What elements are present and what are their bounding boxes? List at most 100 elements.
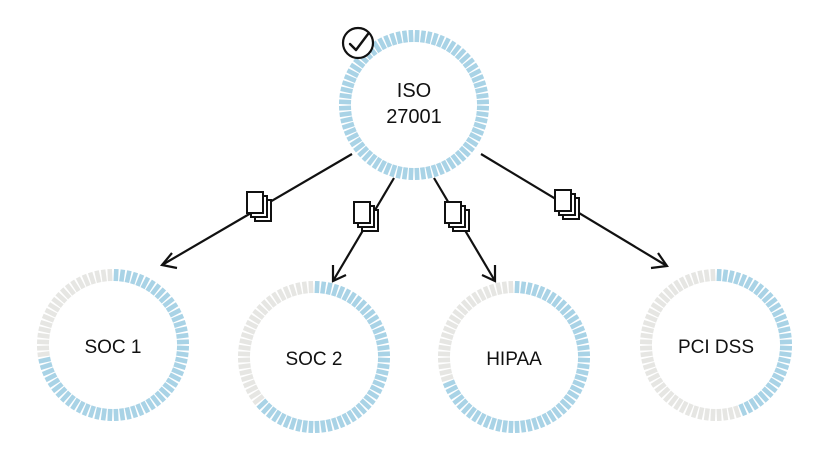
ring-segment-complete bbox=[563, 394, 576, 406]
ring-segment-complete bbox=[325, 418, 333, 432]
node-label-soc2: SOC 2 bbox=[285, 349, 342, 370]
ring-segment-remaining bbox=[650, 302, 664, 313]
ring-segment-remaining bbox=[641, 326, 655, 334]
node-iso-27001: ISO 27001 bbox=[386, 80, 442, 128]
ring-segment-remaining bbox=[265, 295, 277, 308]
ring-segment-complete bbox=[353, 141, 366, 153]
ring-segment-complete bbox=[276, 412, 287, 426]
ring-segment-complete bbox=[743, 276, 754, 290]
ring-segment-complete bbox=[174, 356, 188, 364]
ring-segment-complete bbox=[81, 403, 91, 417]
ring-segment-complete bbox=[738, 273, 748, 287]
ring-segment-remaining bbox=[440, 331, 454, 340]
ring-segment-complete bbox=[541, 288, 552, 302]
ring-segment-complete bbox=[295, 418, 303, 432]
ring-segment-remaining bbox=[39, 319, 53, 328]
ring-segment-complete bbox=[44, 372, 58, 383]
ring-segment-complete bbox=[495, 418, 503, 432]
ring-segment-complete bbox=[419, 167, 427, 180]
ring-segment-complete bbox=[140, 276, 151, 290]
ring-segment-remaining bbox=[644, 367, 658, 377]
ring-segment-remaining bbox=[442, 325, 456, 335]
ring-segment-complete bbox=[776, 362, 790, 371]
ring-segment-complete bbox=[471, 409, 482, 423]
ring-segment-complete bbox=[776, 319, 790, 328]
ring-segment-complete bbox=[563, 308, 576, 320]
ring-segment-complete bbox=[154, 287, 167, 300]
ring-segment-complete bbox=[87, 405, 96, 419]
ring-segment-complete bbox=[476, 99, 490, 105]
ring-segment-complete bbox=[320, 281, 327, 294]
ring-segment-complete bbox=[508, 420, 514, 434]
ring-segment-remaining bbox=[644, 313, 658, 323]
ring-segment-complete bbox=[757, 390, 770, 403]
ring-segment-remaining bbox=[36, 339, 50, 345]
ring-segment-remaining bbox=[501, 281, 508, 294]
ring-segment-complete bbox=[525, 418, 533, 432]
ring-segment-remaining bbox=[465, 295, 477, 308]
ring-segment-remaining bbox=[662, 390, 675, 403]
ring-segment-remaining bbox=[710, 268, 716, 282]
ring-segment-remaining bbox=[36, 345, 50, 351]
ring-segment-complete bbox=[119, 269, 126, 282]
ring-segment-complete bbox=[165, 302, 179, 313]
ring-segment-complete bbox=[260, 402, 273, 415]
ring-segment-complete bbox=[414, 29, 420, 43]
ring-hipaa bbox=[437, 280, 591, 434]
ring-segment-complete bbox=[346, 291, 357, 305]
ring-segment-remaining bbox=[482, 285, 492, 299]
ring-segment-complete bbox=[435, 34, 445, 48]
ring-segment-complete bbox=[355, 299, 368, 312]
ring-segment-remaining bbox=[722, 408, 729, 421]
ring-segment-complete bbox=[419, 30, 427, 43]
ring-segment-complete bbox=[377, 159, 387, 173]
ring-segment-complete bbox=[569, 319, 583, 330]
ring-segment-remaining bbox=[248, 314, 262, 325]
ring-segment-complete bbox=[395, 166, 403, 179]
ring-segment-complete bbox=[351, 295, 363, 308]
ring-segment-remaining bbox=[640, 351, 653, 358]
ring-segment-complete bbox=[377, 363, 390, 370]
ring-segment-complete bbox=[779, 345, 793, 351]
ring-segment-complete bbox=[430, 164, 439, 178]
ring-segment-complete bbox=[468, 68, 482, 78]
ring-segment-complete bbox=[448, 389, 462, 400]
ring-segment-complete bbox=[450, 153, 462, 166]
ring-segment-complete bbox=[150, 283, 162, 296]
ring-segment-complete bbox=[288, 417, 297, 431]
node-label-line2: 27001 bbox=[386, 106, 442, 128]
ring-segment-complete bbox=[761, 386, 774, 399]
ring-segment-complete bbox=[375, 338, 389, 346]
progress-rings bbox=[36, 29, 793, 434]
ring-segment-complete bbox=[383, 162, 393, 176]
ring-segment-complete bbox=[176, 351, 189, 358]
ring-segment-remaining bbox=[452, 308, 465, 320]
ring-segment-complete bbox=[471, 74, 485, 84]
ring-segment-complete bbox=[113, 408, 119, 422]
ring-segment-complete bbox=[454, 149, 467, 162]
ring-segment-complete bbox=[462, 57, 475, 69]
ring-segment-complete bbox=[41, 367, 55, 377]
ring-iso-27001 bbox=[338, 29, 490, 181]
ring-segment-complete bbox=[488, 417, 497, 431]
ring-segment-remaining bbox=[647, 307, 661, 318]
ring-segment-complete bbox=[341, 412, 352, 426]
ring-segment-remaining bbox=[678, 400, 689, 414]
ring-segment-remaining bbox=[690, 271, 699, 285]
documents-stack-icon bbox=[444, 201, 470, 232]
ring-segment-complete bbox=[366, 153, 378, 166]
ring-segment-complete bbox=[346, 132, 360, 142]
ring-segment-complete bbox=[135, 273, 145, 287]
ring-segment-complete bbox=[460, 402, 473, 415]
ring-segment-complete bbox=[465, 406, 477, 419]
ring-segment-remaining bbox=[37, 351, 50, 358]
ring-segment-remaining bbox=[242, 379, 256, 389]
ring-segment-complete bbox=[363, 308, 376, 320]
ring-segment-complete bbox=[779, 332, 792, 339]
ring-segment-complete bbox=[374, 331, 388, 340]
ring-segment-remaining bbox=[476, 288, 487, 302]
ring-segment-complete bbox=[425, 166, 433, 179]
edge-icons bbox=[246, 189, 580, 232]
ring-segment-complete bbox=[452, 394, 465, 406]
